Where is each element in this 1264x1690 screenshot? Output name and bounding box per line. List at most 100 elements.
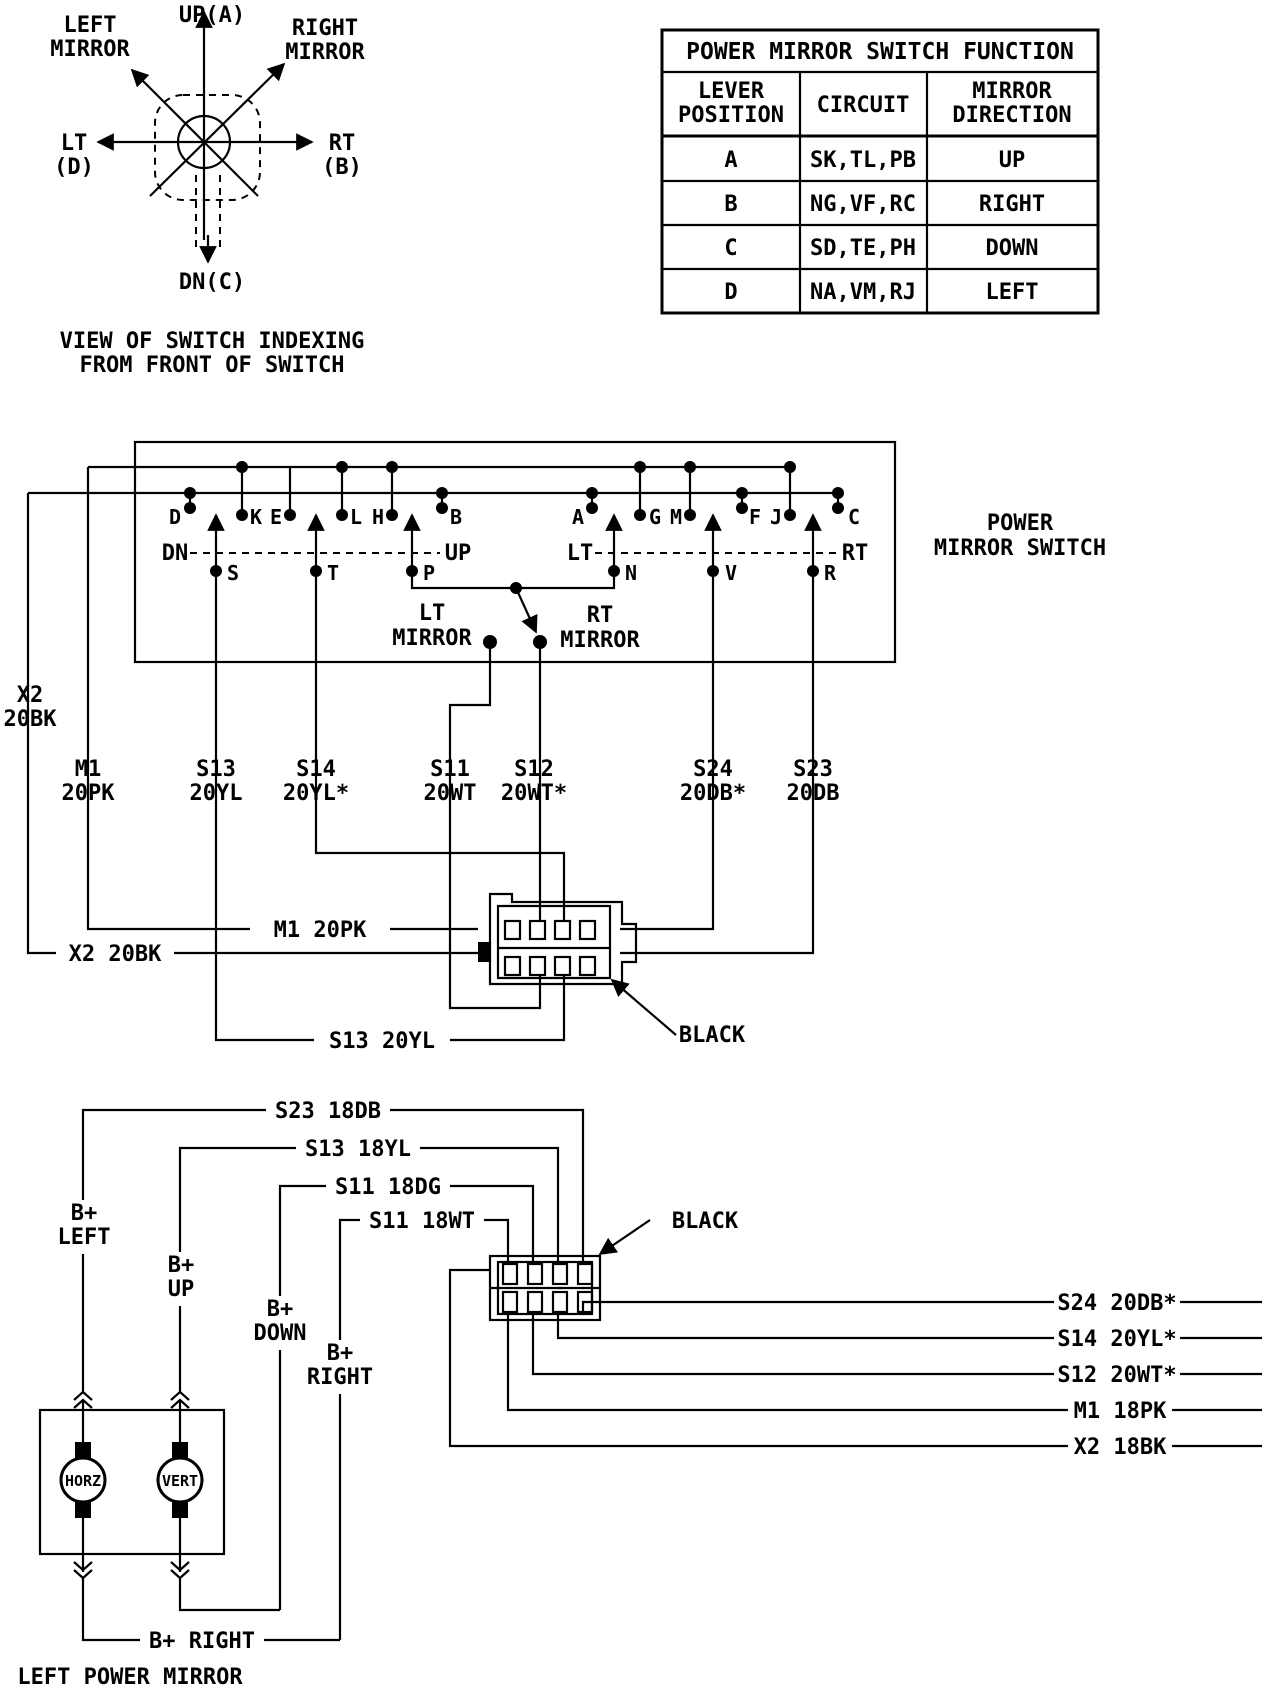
mirror-wire-s13-label: S13 18YL [305,1137,411,1162]
terminal-label: B [450,505,462,529]
table-cell: RIGHT [979,192,1045,217]
header-direction-2: DIRECTION [952,103,1071,128]
mirror-wire-s11-dg-label: S11 18DG [335,1175,441,1200]
terminal-label: K [250,505,262,529]
mirror-motor-box [38,1408,226,1556]
wire-s11-label-2: 20WT [424,781,477,806]
connector-color-label: BLACK [679,1023,746,1048]
b-up-label-2: UP [168,1277,195,1302]
switch-harness: BLACK X2 20BK M1 20PK S13 20YL S14 20YL*… [4,467,840,1054]
table-cell: NA,VM,RJ [810,280,916,305]
rt-mirror-label-2: MIRROR [560,628,640,653]
b-right-bottom-label: B+ RIGHT [149,1629,255,1654]
up-label: UP [445,541,472,566]
wire-s23-label-2: 20DB [787,781,840,806]
right-mirror-arrow [149,62,286,197]
mirror-caption: LEFT POWER MIRROR [17,1665,243,1690]
mirror-connector [488,1254,602,1322]
terminal-label: J [770,505,782,529]
b-right-label-1: B+ [327,1341,354,1366]
switch-function-table: POWER MIRROR SWITCH FUNCTION LEVER POSIT… [660,28,1100,315]
indexing-dashed-outline [154,94,261,201]
wire-m1-label-1: M1 [75,757,102,782]
terminal-label: H [372,505,384,529]
rt-mirror-label-1: RT [587,603,614,628]
wire-m1-conn-label: M1 20PK [274,918,367,943]
mirror-wire-s23-label: S23 18DB [275,1099,381,1124]
table-cell: D [724,280,737,305]
terminal-label: L [350,505,362,529]
horz-motor-label: HORZ [65,1472,101,1490]
table-cell: NG,VF,RC [810,192,916,217]
terminal-label: R [824,561,837,585]
terminal-label: E [270,505,282,529]
switch-connector [478,892,638,986]
header-circuit: CIRCUIT [817,93,910,118]
left-power-mirror: S23 18DB S13 18YL S11 18DG S11 18WT BLAC… [17,1098,1262,1690]
rt-label: RT [842,541,869,566]
lt-mirror-label-2: MIRROR [392,626,472,651]
terminal-label: M [670,505,682,529]
indexing-caption-1: VIEW OF SWITCH INDEXING [60,329,365,354]
wire-s23-label-1: S23 [793,757,833,782]
wire-m1-label-2: 20PK [62,781,116,806]
b-left-label-2: LEFT [58,1225,111,1250]
mirror-connector-pointer [598,1219,651,1255]
power-mirror-switch: POWER MIRROR SWITCH D K E L H B A G M [28,440,1106,664]
rt-label: RT [329,131,356,156]
wire-s13-label-2: 20YL [190,781,243,806]
terminal-label: T [327,561,339,585]
left-mirror-label-2: MIRROR [50,37,130,62]
wire-s13-conn-label: S13 20YL [329,1029,435,1054]
left-mirror-label-1: LEFT [64,13,117,38]
connector-pointer [610,978,677,1036]
table-cell: UP [999,148,1026,173]
terminal-label: F [749,505,761,529]
wire-s24-label-1: S24 [693,757,733,782]
switch-box [133,440,897,664]
terminal-label: D [169,505,181,529]
b-up-label-1: B+ [168,1253,195,1278]
b-down-label-1: B+ [267,1297,294,1322]
wire-s14-label-1: S14 [296,757,336,782]
terminal-label: C [848,505,860,529]
mirror-selector-arrow [514,587,538,634]
switch-title-2: MIRROR SWITCH [934,536,1106,561]
up-label: UP(A) [179,3,245,28]
table-cell: DOWN [986,236,1039,261]
table-cell: B [724,192,737,217]
out-wire-label: S14 20YL* [1057,1327,1176,1352]
lt-label: LT [61,131,88,156]
wire-s14-label-2: 20YL* [283,781,349,806]
table-title: POWER MIRROR SWITCH FUNCTION [686,39,1074,65]
right-mirror-label-2: MIRROR [285,40,365,65]
mirror-connector-color-label: BLACK [672,1209,739,1234]
header-direction-1: MIRROR [972,79,1052,104]
vert-motor-label: VERT [162,1472,198,1490]
mirror-wire-s11-wt-label: S11 18WT [369,1209,475,1234]
wire-x2-label-1: X2 [17,683,44,708]
out-wire-label: X2 18BK [1074,1435,1167,1460]
lt-d-label: (D) [54,155,94,180]
b-left-label-1: B+ [71,1201,98,1226]
lt-mirror-label-1: LT [419,601,446,626]
dn-label: DN(C) [179,270,245,295]
table-cell: C [724,236,737,261]
switch-title-1: POWER [987,511,1054,536]
terminal-label: S [227,561,239,585]
terminal-label: P [423,561,435,585]
rt-b-label: (B) [322,155,362,180]
table-cell: SK,TL,PB [810,148,916,173]
dn-label: DN [162,541,189,566]
table-frame [660,28,1100,315]
terminal-label: N [625,561,637,585]
terminal-label: A [572,505,584,529]
b-down-label-2: DOWN [254,1321,307,1346]
out-wire-label: S24 20DB* [1057,1291,1176,1316]
wire-x2-conn-label: X2 20BK [69,942,162,967]
wire-s24-label-2: 20DB* [680,781,746,806]
header-lever-1: LEVER [698,79,765,104]
wire-s12-label-1: S12 [514,757,554,782]
table-cell: LEFT [986,280,1039,305]
out-wire-label: S12 20WT* [1057,1363,1176,1388]
